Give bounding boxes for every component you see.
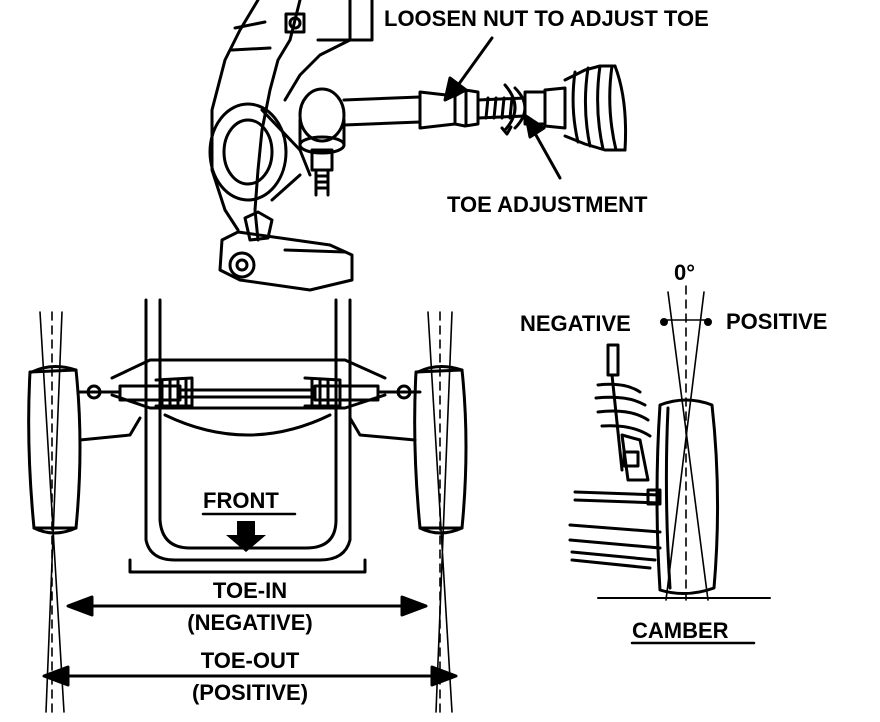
camber-view-drawing <box>568 285 771 601</box>
toe-out-sub-label: (POSITIVE) <box>191 680 309 705</box>
loosen-nut-label: LOOSEN NUT TO ADJUST TOE <box>384 6 709 31</box>
toe-in-label: TOE-IN <box>212 578 288 603</box>
toe-out-label: TOE-OUT <box>200 648 300 673</box>
tie-rod-assembly-drawing <box>208 0 628 292</box>
positive-camber-label: POSITIVE <box>726 309 828 334</box>
front-direction-arrow <box>226 521 266 552</box>
toe-in-dimension-arrow <box>66 595 428 617</box>
toe-adjustment-label: TOE ADJUSTMENT <box>447 192 648 217</box>
camber-label: CAMBER <box>632 618 729 643</box>
toe-out-dimension-arrow <box>42 665 458 687</box>
negative-camber-label: NEGATIVE <box>520 311 631 336</box>
loosen-nut-arrow <box>443 36 494 102</box>
zero-degree-label: 0° <box>674 260 696 285</box>
front-label: FRONT <box>203 488 279 513</box>
toe-reference-lines <box>39 311 453 713</box>
toe-in-sub-label: (NEGATIVE) <box>187 610 313 635</box>
toe-adjustment-arrow <box>524 114 562 180</box>
